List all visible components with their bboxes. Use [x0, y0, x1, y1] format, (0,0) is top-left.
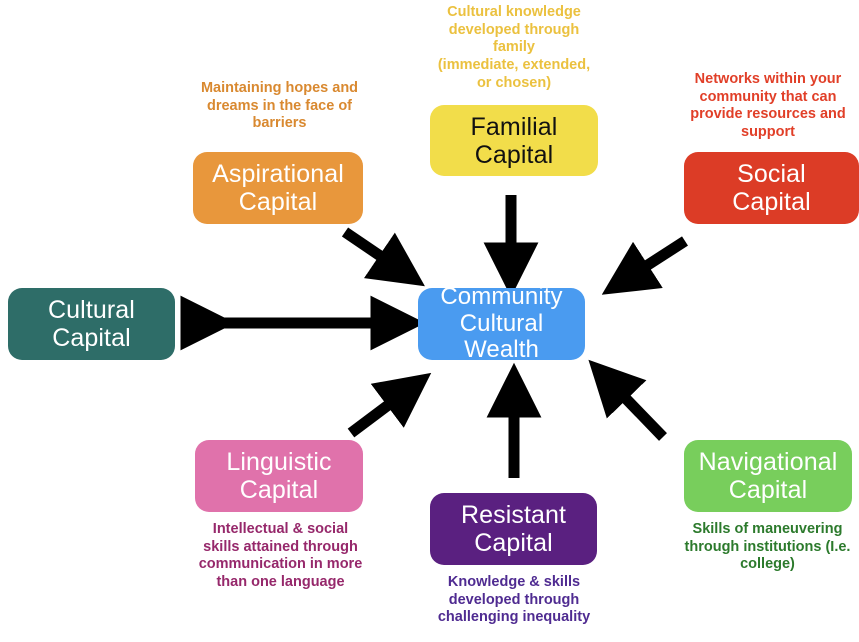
caption-linguistic-capital: Intellectual & social skills attained th…: [198, 521, 363, 591]
caption-social-capital: Networks within your community that can …: [690, 71, 846, 141]
arrow-linguistic-to-center: [347, 372, 432, 438]
arrow-aspirational-to-center: [341, 227, 425, 287]
node-linguistic-capital[interactable]: Linguistic Capital: [195, 440, 363, 512]
node-navigational-capital[interactable]: Navigational Capital: [684, 440, 852, 512]
arrow-social-to-center: [601, 236, 688, 295]
caption-aspirational-capital: Maintaining hopes and dreams in the face…: [200, 80, 359, 132]
caption-resistant-capital: Knowledge & skills developed through cha…: [437, 574, 591, 626]
node-cultural-capital[interactable]: Cultural Capital: [8, 288, 175, 360]
arrow-navigational-to-center: [588, 359, 667, 441]
caption-familial-capital: Cultural knowledge developed through fam…: [437, 4, 591, 91]
node-community-cultural-wealth[interactable]: Community Cultural Wealth: [418, 283, 585, 363]
caption-navigational-capital: Skills of maneuvering through institutio…: [684, 521, 851, 573]
node-familial-capital[interactable]: Familial Capital: [430, 105, 598, 176]
node-resistant-capital[interactable]: Resistant Capital: [430, 493, 597, 565]
node-aspirational-capital[interactable]: Aspirational Capital: [193, 152, 363, 224]
node-social-capital[interactable]: Social Capital: [684, 152, 859, 224]
